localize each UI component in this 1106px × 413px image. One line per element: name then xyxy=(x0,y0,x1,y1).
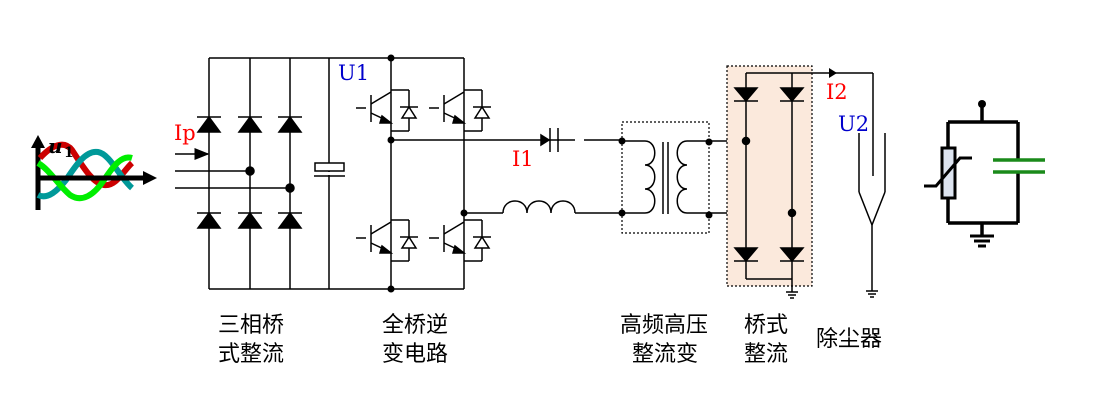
resonant-inductor-icon xyxy=(502,200,620,214)
load-equivalent-circuit xyxy=(946,106,1020,248)
dc-bus-capacitor-icon xyxy=(314,162,345,177)
igbt-icon xyxy=(429,219,491,262)
caption-transformer-line1: 高频高压 xyxy=(620,313,708,338)
caption-bridge-line1: 桥式 xyxy=(744,313,788,338)
u1-node-label: U1 xyxy=(338,61,369,85)
caption-rectifier-line1: 三相桥 xyxy=(218,313,284,338)
caption-precipitator: 除尘器 xyxy=(816,327,882,352)
precipitator-icon xyxy=(858,73,886,298)
rectifier-diodes xyxy=(196,115,303,229)
ip-label: Ip xyxy=(174,121,196,145)
caption-bridge-line2: 整流 xyxy=(744,342,788,367)
diode-icon xyxy=(779,247,805,263)
terminal-icon xyxy=(978,100,986,108)
caption-inverter-line1: 全桥逆 xyxy=(382,313,448,338)
diode-icon xyxy=(277,211,303,229)
caption-transformer-line2: 整流变 xyxy=(632,342,698,367)
output-diodes xyxy=(733,87,805,263)
i2-label: I2 xyxy=(826,80,848,104)
igbt-icon xyxy=(429,89,491,132)
diode-icon xyxy=(733,247,759,263)
diode-icon xyxy=(196,211,222,229)
inverter-junctions xyxy=(387,54,468,293)
igbt-icon xyxy=(356,219,418,262)
output-rectifier xyxy=(745,72,833,299)
input-lines xyxy=(175,148,290,189)
three-phase-source-icon: u 1 xyxy=(31,134,157,210)
igbt-switches xyxy=(356,89,491,262)
full-bridge-inverter xyxy=(390,57,620,290)
transformer-junctions xyxy=(618,137,713,219)
transformer-box xyxy=(621,121,710,234)
caption-inverter-line2: 变电路 xyxy=(382,342,448,367)
three-phase-rectifier xyxy=(208,57,393,290)
diode-icon xyxy=(779,87,805,103)
diode-icon xyxy=(237,211,263,229)
load-capacitor-icon xyxy=(993,158,1045,174)
diode-icon xyxy=(733,87,759,103)
varistor-slash xyxy=(924,156,972,188)
igbt-icon xyxy=(356,89,418,132)
caption-rectifier-line2: 式整流 xyxy=(218,342,284,367)
u2-label: U2 xyxy=(838,112,869,136)
diode-icon xyxy=(237,115,263,133)
diode-icon xyxy=(196,115,222,133)
diode-icon xyxy=(277,115,303,133)
u1-label: u xyxy=(48,134,63,158)
u1-subscript: 1 xyxy=(64,145,74,161)
stage-captions: 三相桥 式整流 全桥逆 变电路 高频高压 整流变 桥式 整流 除尘器 xyxy=(218,313,882,367)
i1-label: I1 xyxy=(512,147,534,171)
